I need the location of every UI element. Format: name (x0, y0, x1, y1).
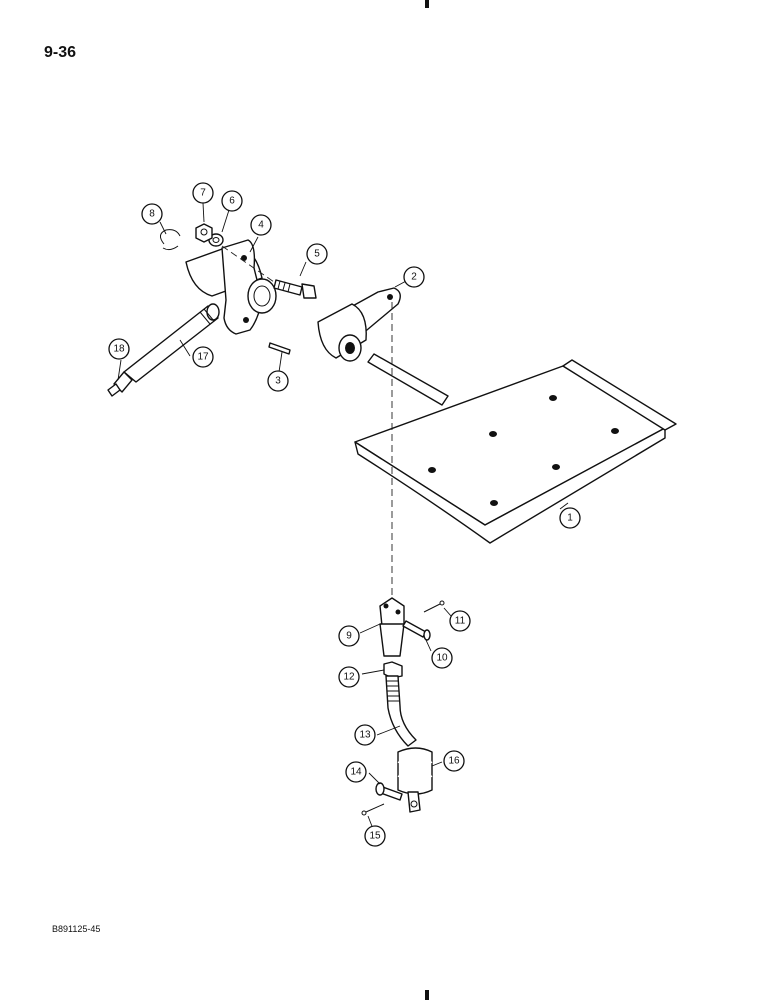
callout-1-label: 1 (567, 513, 573, 524)
cotter-pin-part-15 (361, 803, 385, 816)
callout-15-label: 15 (369, 831, 381, 842)
callout-4-label: 4 (258, 220, 264, 231)
callout-10: 10 (431, 647, 453, 669)
callout-7-label: 7 (200, 188, 206, 199)
callout-2-label: 2 (411, 272, 417, 283)
callout-16-label: 16 (448, 756, 460, 767)
bottom-crop-mark (425, 990, 429, 1000)
callout-13-label: 13 (359, 730, 371, 741)
callout-14: 14 (345, 761, 367, 783)
callout-7: 7 (192, 182, 214, 204)
callout-1: 1 (559, 507, 581, 529)
callout-10-label: 10 (436, 653, 448, 664)
callout-8: 8 (141, 203, 163, 225)
retaining-ring-part-8 (160, 229, 181, 251)
callout-11: 11 (449, 610, 471, 632)
callout-6-label: 6 (229, 196, 235, 207)
callout-12-label: 12 (343, 672, 355, 683)
top-crop-mark (425, 0, 429, 8)
figure-code: B891125-45 (52, 924, 101, 934)
isolator-part-16 (397, 747, 433, 813)
pedal-plate-part-1 (354, 359, 677, 544)
callout-15: 15 (364, 825, 386, 847)
callout-2: 2 (403, 266, 425, 288)
clevis-pin-part-10 (402, 620, 431, 641)
pivot-shaft-part-17 (123, 303, 220, 383)
callout-8-label: 8 (149, 209, 155, 220)
pivot-bracket-part-4 (185, 239, 277, 335)
callout-14-label: 14 (350, 767, 362, 778)
callout-5: 5 (306, 243, 328, 265)
pedal-arm-part-2 (317, 287, 449, 406)
callout-13: 13 (354, 724, 376, 746)
clevis-part-9 (379, 597, 405, 657)
callout-17: 17 (192, 346, 214, 368)
cotter-pin-part-11 (423, 600, 445, 613)
callout-16: 16 (443, 750, 465, 772)
callout-12: 12 (338, 666, 360, 688)
jam-nut-part-12 (383, 661, 403, 679)
callout-5-label: 5 (314, 249, 320, 260)
callout-6: 6 (221, 190, 243, 212)
bolt-part-5 (273, 279, 317, 299)
page-number: 9-36 (44, 44, 77, 61)
callout-11-label: 11 (455, 616, 466, 627)
roll-pin-part-3 (268, 342, 291, 355)
rod-part-13 (385, 675, 417, 747)
callout-18-label: 18 (113, 344, 125, 355)
callout-3: 3 (267, 370, 289, 392)
callout-18: 18 (108, 338, 130, 360)
callout-17-label: 17 (197, 352, 209, 363)
bolt-part-14 (375, 782, 403, 801)
callout-9: 9 (338, 625, 360, 647)
callout-3-label: 3 (275, 376, 281, 387)
callout-9-label: 9 (346, 631, 352, 642)
grease-fitting-part-18 (107, 371, 133, 397)
callout-4: 4 (250, 214, 272, 236)
nut-part-7 (195, 223, 213, 243)
